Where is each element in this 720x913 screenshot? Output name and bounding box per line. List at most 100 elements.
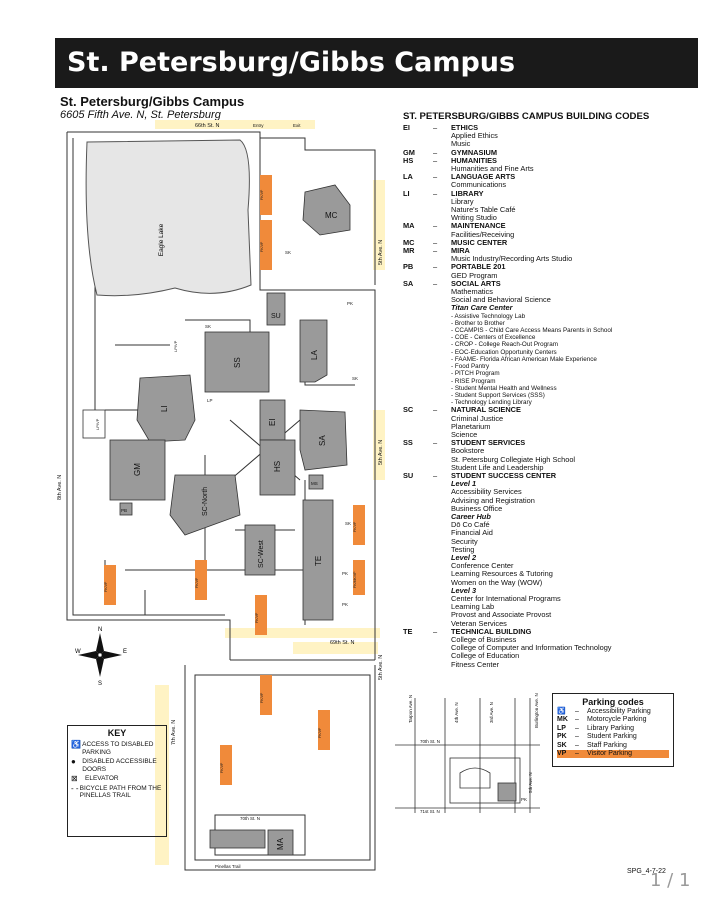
building-code-dash: – [433, 438, 438, 448]
building-code: GM [403, 147, 415, 157]
building-pb[interactable] [119, 502, 133, 516]
compass-s: S [98, 681, 102, 687]
parking-vp-6[interactable] [195, 560, 207, 600]
parking-vp-1[interactable] [260, 175, 272, 215]
label-ss: SS [233, 357, 242, 368]
building-su[interactable] [266, 292, 286, 326]
building-te[interactable] [302, 499, 334, 621]
building-dept: Writing Studio [451, 213, 497, 223]
building-codes-title: ST. PETERSBURG/GIBBS CAMPUS BUILDING COD… [403, 111, 650, 122]
building-dept: Social and Behavioral Science [451, 295, 551, 305]
building-code-dash: – [433, 221, 438, 231]
titan-care-item: - Food Pantry [451, 363, 490, 371]
building-code-dash: – [433, 246, 438, 256]
inset-71st: 71st St. N [420, 809, 440, 814]
building-li[interactable] [136, 374, 196, 443]
label-sc-west: SC-West [258, 540, 265, 568]
building-la[interactable] [299, 319, 328, 383]
building-sa[interactable] [299, 409, 348, 471]
building-ss[interactable] [204, 331, 270, 393]
building-codes-panel: ST. PETERSBURG/GIBBS CAMPUS BUILDING COD… [403, 111, 703, 669]
label-pkvp-9: PK/VP [318, 727, 322, 738]
building-name: NATURAL SCIENCE [451, 405, 521, 415]
building-sc-north[interactable] [169, 474, 241, 536]
label-69th-st: 69th St. N [330, 640, 354, 646]
parking-row-student-parking: PK–Student Parking [557, 733, 669, 741]
parking-label: Motorcycle Parking [587, 716, 647, 724]
parking-vp-5[interactable] [104, 565, 116, 605]
parking-vp-4[interactable] [353, 560, 365, 595]
inset-building [497, 782, 517, 802]
label-pkvp-1: PK/VP [260, 189, 264, 200]
building-hs[interactable] [259, 439, 296, 496]
building-code-dash: – [433, 626, 438, 636]
parking-dash: – [575, 733, 579, 741]
building-code: SA [403, 278, 414, 288]
parking-dash: – [575, 716, 579, 724]
label-pk-2: PK [342, 571, 348, 576]
su-section-heading: Level 3 [451, 585, 477, 595]
building-name: TECHNICAL BUILDING [451, 626, 532, 636]
parking-vp-10[interactable] [220, 745, 232, 785]
inset-map: Tarpon Ave. N 4th Ave. N 3rd Ave. N Burl… [395, 693, 540, 814]
building-code-row-gm: GM–GYMNASIUM [403, 147, 703, 157]
key-item: ⊠ELEVATOR [71, 775, 163, 783]
label-pk-3: PK [342, 602, 348, 607]
parking-vp-9[interactable] [318, 710, 330, 750]
building-ms[interactable] [308, 474, 324, 490]
parking-row-motorcycle-parking: MK–Motorcycle Parking [557, 716, 669, 724]
building-dept: Applied Ethics [451, 131, 498, 141]
parking-vp-2[interactable] [260, 220, 272, 270]
highlight-69th-b [293, 642, 378, 654]
parking-vp-8[interactable] [260, 675, 272, 715]
key-label: ELEVATOR [85, 775, 119, 782]
building-code-row-mc: MC–MUSIC CENTER [403, 237, 703, 247]
label-pk-1: PK [347, 301, 353, 306]
building-dept: College of Business [451, 635, 517, 644]
key-label: BICYCLE PATH FROM THE PINELLAS TRAIL [79, 784, 162, 800]
building-code-dash: – [433, 147, 438, 157]
eagle-lake [85, 139, 252, 297]
building-dept: GED Program [451, 270, 498, 280]
campus-map: Eagle Lake MC SU SS LA LI EI SA HS GM SC… [57, 120, 385, 871]
parking-vp-7[interactable] [255, 595, 267, 635]
document-code: SPG_4-7-22 [627, 868, 666, 875]
label-lp: LP [207, 398, 213, 403]
label-sk-4: SK [345, 521, 351, 526]
key-label: DISABLED ACCESSIBLE DOORS [82, 758, 157, 773]
building-code: PB [403, 262, 414, 272]
parking-code: PK [557, 733, 567, 741]
label-gm: GM [133, 463, 142, 476]
building-name: HUMANITIES [451, 155, 497, 165]
su-section-item: Learning Resources & Tutoring [451, 569, 553, 579]
highlight-7th [155, 685, 169, 865]
building-code: LA [403, 172, 413, 182]
parking-dash: – [575, 741, 579, 749]
building-code: HS [403, 155, 414, 165]
building-gm[interactable] [109, 439, 166, 501]
parking-label: Staff Parking [587, 741, 627, 749]
building-name: LIBRARY [451, 188, 484, 198]
building-code: MR [403, 246, 415, 256]
building-ma[interactable] [267, 829, 294, 856]
building-name: MIRA [451, 246, 470, 256]
parking-vp-3[interactable] [353, 505, 365, 545]
building-mc[interactable] [302, 184, 351, 236]
building-dept: St. Petersburg Collegiate High School [451, 454, 576, 464]
parking-row-staff-parking: SK–Staff Parking [557, 742, 669, 750]
building-dept: Communications [451, 180, 507, 190]
label-5th-ave-a: 5th Ave. N [378, 240, 384, 265]
label-70th-st: 70th St. N [240, 816, 260, 821]
building-name: MUSIC CENTER [451, 237, 508, 247]
building-sc-west[interactable] [244, 524, 276, 576]
building-name: STUDENT SUCCESS CENTER [451, 470, 557, 480]
su-section-item: Conference Center [451, 561, 514, 571]
parking-code: SK [557, 741, 567, 749]
